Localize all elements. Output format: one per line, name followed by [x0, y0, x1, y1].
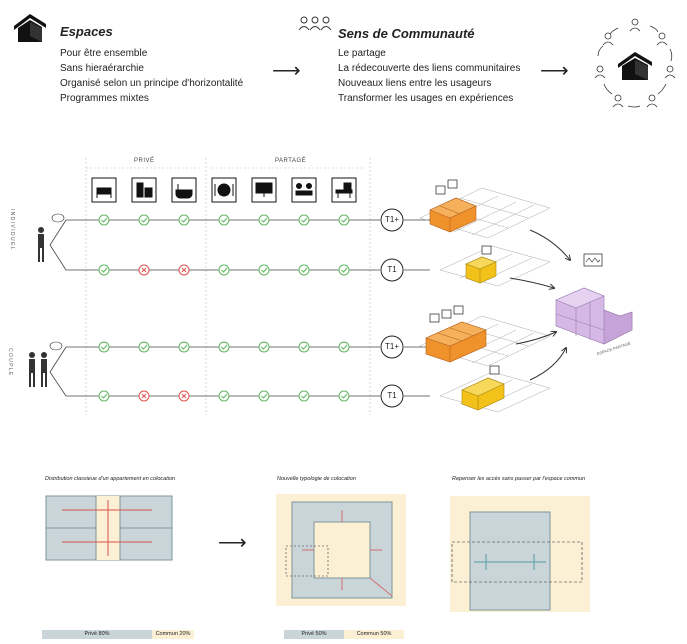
- block-t1-individuel: [465, 256, 497, 284]
- check-icon: [98, 264, 110, 276]
- check-icon: [218, 390, 230, 402]
- check-icon: [258, 264, 270, 276]
- check-icon: [258, 390, 270, 402]
- communaute-line: La rédecouverte des liens communitaires: [338, 63, 521, 74]
- check-icon: [178, 341, 190, 353]
- block-t1plus-couple: [425, 321, 487, 363]
- meeting-icon: [291, 177, 317, 203]
- community-house-diagram: [590, 14, 680, 119]
- side-label-couple: C O U P L E: [7, 348, 13, 376]
- bath-icon: [171, 177, 197, 203]
- espaces-line: Pour être ensemble: [60, 48, 148, 59]
- cross-icon: [178, 390, 190, 402]
- type-label: T1: [387, 391, 397, 400]
- bar-commun-1: Commun 20%: [152, 630, 194, 639]
- person-individuel: [38, 213, 65, 262]
- plan-acces: [450, 496, 590, 612]
- arrow-icon: ⟶: [218, 532, 247, 554]
- tv-icon: [251, 177, 277, 203]
- check-icon: [258, 341, 270, 353]
- check-icon: [98, 341, 110, 353]
- espaces-line: Organisé selon un principe d'horizontali…: [60, 78, 244, 89]
- caption-typologie: Nouvelle typologie de colocation: [277, 476, 356, 482]
- check-icon: [218, 214, 230, 226]
- desk-icon: [331, 177, 357, 203]
- check-icon: [218, 341, 230, 353]
- espaces-list: Pour être ensemble Sans hieraérarchie Or…: [60, 46, 243, 106]
- check-icon: [338, 341, 350, 353]
- partage-label: PARTAGÉ: [275, 158, 307, 164]
- bar-prive-1: Privé 80%: [42, 630, 152, 639]
- espaces-title: Espaces: [60, 24, 113, 39]
- espace-partage-block: [555, 287, 633, 345]
- type-label: T1+: [384, 342, 399, 351]
- arrow-icon: ⟶: [540, 60, 569, 82]
- check-icon: [98, 390, 110, 402]
- espaces-line: Sans hieraérarchie: [60, 63, 144, 74]
- check-icon: [218, 264, 230, 276]
- check-icon: [338, 214, 350, 226]
- check-icon: [258, 214, 270, 226]
- cross-icon: [138, 264, 150, 276]
- communaute-line: Le partage: [338, 48, 386, 59]
- caption-distribution: Distribution classieue d'un appartement …: [45, 476, 176, 482]
- type-label: T1: [387, 265, 397, 274]
- check-icon: [298, 341, 310, 353]
- block-t1-couple: [461, 377, 505, 411]
- program-matrix: [29, 158, 633, 415]
- prive-label: PRIVÉ: [134, 158, 155, 164]
- espaces-line: Programmes mixtes: [60, 93, 149, 104]
- check-icon: [138, 214, 150, 226]
- check-icon: [98, 214, 110, 226]
- check-icon: [298, 264, 310, 276]
- check-icon: [298, 390, 310, 402]
- communaute-line: Transformer les usages en expériences: [338, 93, 514, 104]
- cross-icon: [178, 264, 190, 276]
- side-label-individuel: I N D I V I D U E L: [9, 209, 15, 250]
- cross-icon: [138, 390, 150, 402]
- check-icon: [138, 341, 150, 353]
- dining-icon: [211, 177, 237, 203]
- kitchen-icon: [131, 177, 157, 203]
- check-icon: [338, 390, 350, 402]
- plan-classique: [45, 495, 173, 561]
- bar-commun-2: Commun 50%: [344, 630, 404, 639]
- type-label: T1+: [384, 215, 399, 224]
- communaute-line: Nouveaux liens entre les usageurs: [338, 78, 492, 89]
- caption-acces: Repenser les accès sans passer par l'esp…: [452, 476, 586, 482]
- people-icon: [298, 14, 332, 41]
- person-couple: [29, 341, 63, 387]
- arrow-icon: ⟶: [272, 60, 301, 82]
- bar-prive-2: Privé 50%: [284, 630, 344, 639]
- check-icon: [338, 264, 350, 276]
- house-icon: [10, 10, 50, 51]
- block-t1plus-individuel: [429, 197, 477, 233]
- communaute-title: Sens de Communauté: [338, 26, 475, 41]
- check-icon: [298, 214, 310, 226]
- check-icon: [178, 214, 190, 226]
- communaute-list: Le partage La rédecouverte des liens com…: [338, 46, 520, 106]
- bed-icon: [91, 177, 117, 203]
- plan-nouvelle: [276, 494, 406, 606]
